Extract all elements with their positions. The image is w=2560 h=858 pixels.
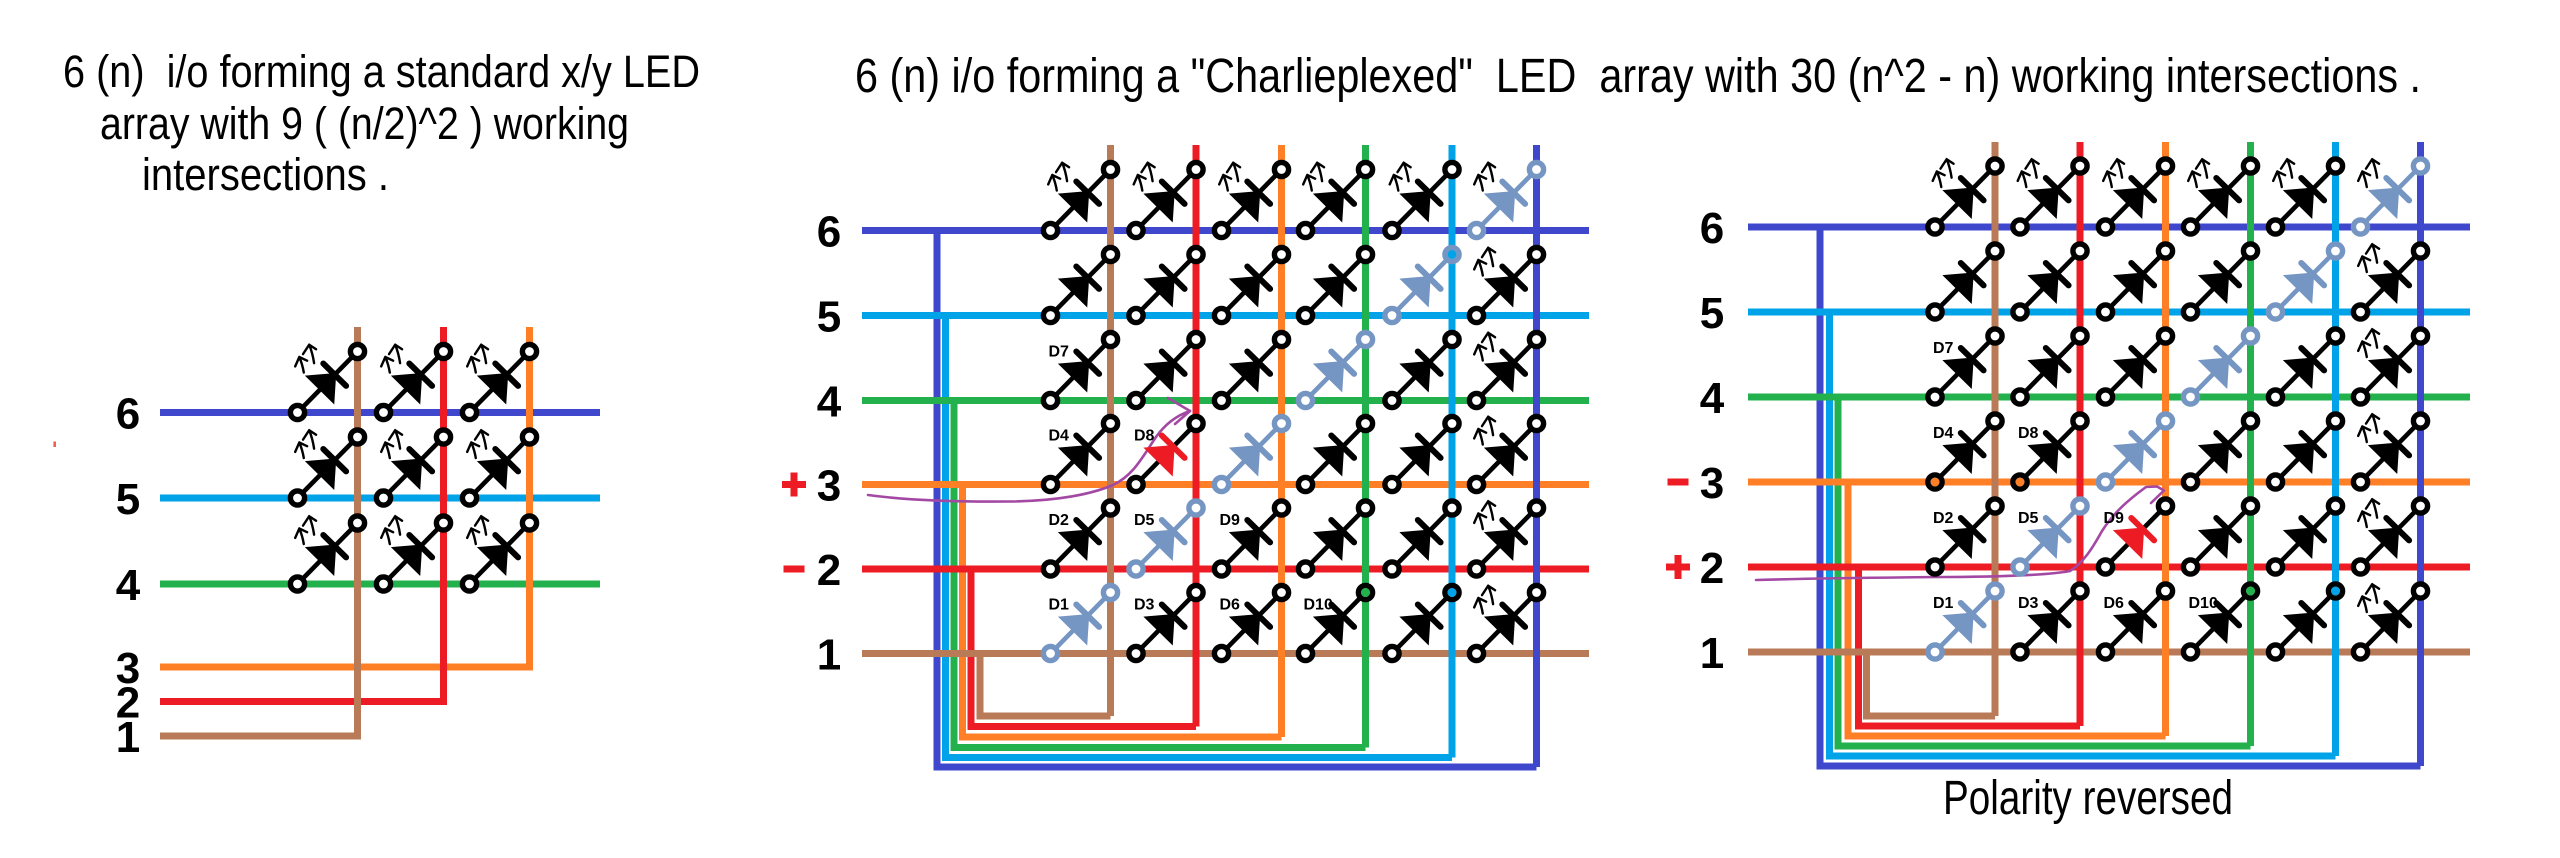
svg-text:D8: D8 [1134,428,1155,445]
svg-text:D5: D5 [2018,510,2039,527]
svg-text:4: 4 [817,378,842,427]
svg-text:D7: D7 [1049,344,1070,361]
svg-text:5: 5 [1700,289,1724,338]
svg-text:D10: D10 [1304,597,1333,614]
svg-text:6: 6 [1700,204,1724,253]
svg-text:D7: D7 [1933,340,1954,357]
svg-text:2: 2 [817,546,841,595]
svg-text:D10: D10 [2189,595,2218,612]
svg-text:1: 1 [116,713,140,762]
svg-text:Polarity reversed: Polarity reversed [1943,772,2233,825]
svg-text:2: 2 [116,679,140,728]
svg-text:D5: D5 [1134,512,1155,529]
svg-text:2: 2 [1700,544,1724,593]
svg-text:D1: D1 [1049,597,1070,614]
svg-text:6 (n) i/o forming a standard: 6 (n) i/o forming a standard x/y LED [63,46,700,97]
svg-text:1: 1 [1700,629,1724,678]
svg-text:D9: D9 [2104,510,2125,527]
svg-text:D3: D3 [2018,595,2039,612]
svg-text:6 (n) i/o forming a "Charliepl: 6 (n) i/o forming a "Charlieplexed" LED … [855,50,2421,103]
svg-text:5: 5 [116,475,140,524]
svg-text:D2: D2 [1933,510,1954,527]
svg-text:6: 6 [116,390,140,439]
svg-text:4: 4 [116,561,141,610]
svg-text:array with 9 ( (n/2)^2 ) worki: array with 9 ( (n/2)^2 ) working [100,98,629,149]
svg-text:6: 6 [817,208,841,257]
svg-text:D8: D8 [2018,425,2039,442]
svg-text:4: 4 [1700,374,1725,423]
svg-text:D9: D9 [1220,512,1241,529]
svg-text:intersections .: intersections . [142,149,389,200]
svg-text:3: 3 [817,462,841,511]
svg-text:D3: D3 [1134,597,1155,614]
svg-text:D1: D1 [1933,595,1954,612]
svg-text:1: 1 [817,631,841,680]
svg-text:D6: D6 [1220,597,1241,614]
svg-text:D6: D6 [2104,595,2125,612]
svg-text:3: 3 [116,644,140,693]
svg-text:5: 5 [817,293,841,342]
svg-text:3: 3 [1700,459,1724,508]
svg-text:D2: D2 [1049,512,1070,529]
svg-text:D4: D4 [1049,428,1070,445]
svg-text:D4: D4 [1933,425,1954,442]
